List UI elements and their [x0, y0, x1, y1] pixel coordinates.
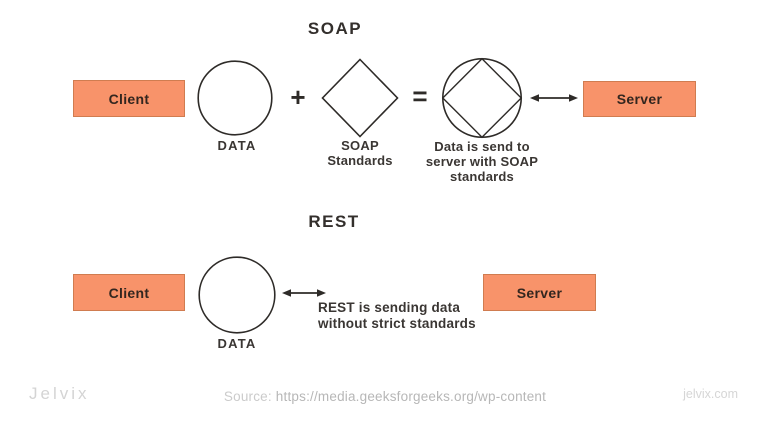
jelvix-logo: Jelvix	[29, 384, 90, 403]
rest-server-label: Server	[516, 284, 563, 301]
rest-desc-caption: REST is sending data without strict stan…	[318, 300, 476, 331]
equals-sign: =	[412, 81, 428, 111]
soap-client-box: Client	[73, 80, 185, 117]
soap-double-arrow-icon	[530, 94, 578, 102]
rest-section-title: REST	[308, 212, 360, 231]
soap-result-caption: Data is send to server with SOAP standar…	[425, 139, 539, 184]
rest-client-box: Client	[73, 274, 185, 311]
soap-data-label: DATA	[217, 138, 257, 153]
soap-section-title: SOAP	[307, 19, 363, 38]
rest-data-circle-icon	[198, 256, 276, 334]
soap-data-circle-icon	[197, 60, 273, 136]
rest-double-arrow-icon	[282, 289, 326, 297]
soap-standards-label: SOAP Standards	[327, 138, 393, 168]
soap-result-circle-diamond-icon	[441, 57, 523, 139]
plus-sign: +	[290, 82, 306, 112]
rest-data-label: DATA	[217, 336, 257, 351]
soap-standards-diamond-icon	[321, 58, 399, 138]
rest-client-label: Client	[108, 284, 150, 301]
rest-server-box: Server	[483, 274, 596, 311]
jelvix-site-label: jelvix.com	[683, 387, 738, 401]
source-url: https://media.geeksforgeeks.org/wp-conte…	[275, 389, 547, 404]
source-prefix: Source:	[223, 389, 272, 404]
soap-server-label: Server	[616, 91, 663, 107]
soap-server-box: Server	[583, 81, 696, 117]
source-attribution: Source: https://media.geeksforgeeks.org/…	[150, 389, 620, 404]
soap-client-label: Client	[108, 90, 150, 107]
